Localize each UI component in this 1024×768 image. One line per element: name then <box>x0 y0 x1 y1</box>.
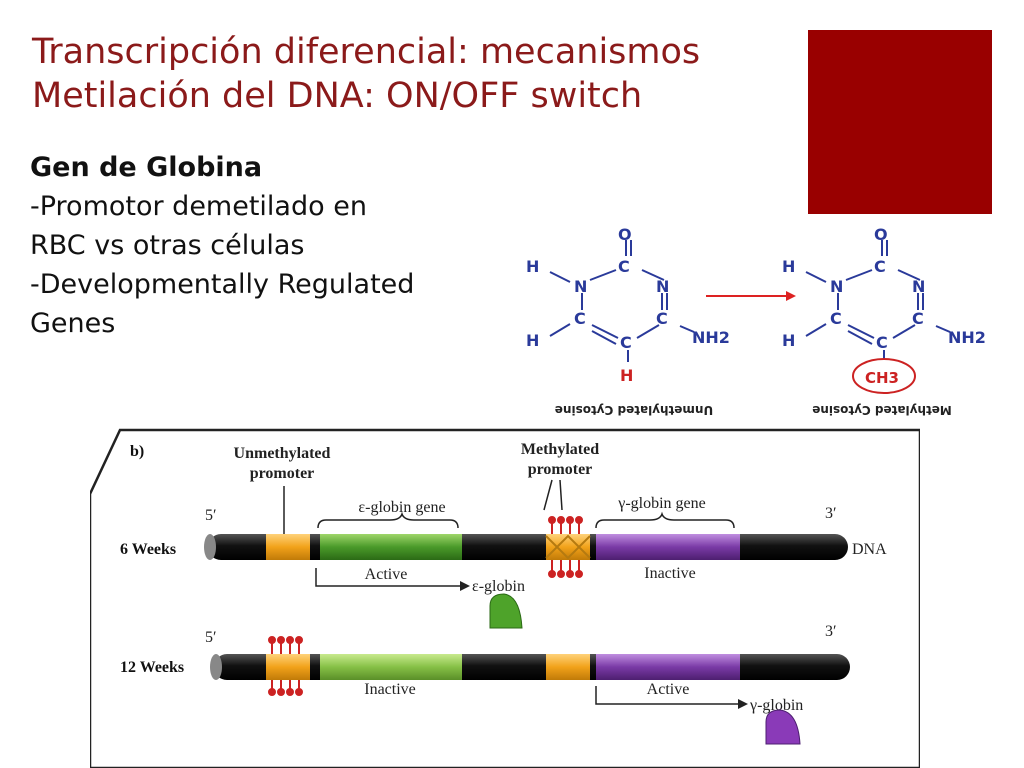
methylated-promoter-label-1: Methylated <box>521 441 599 458</box>
amine-group: NH2 <box>692 328 730 347</box>
methyl-highlight-circle <box>852 358 916 394</box>
row1-gamma-promoter <box>546 534 590 560</box>
body-text: Gen de Globina -Promotor demetilado en R… <box>30 148 492 343</box>
row1-methyl-marks <box>548 516 583 578</box>
epsilon-globin-protein-icon <box>489 593 523 629</box>
methylated-cytosine: O C N N C C C H H NH2 <box>782 225 986 360</box>
row1-three-prime: 3′ <box>825 505 837 522</box>
row1-product-label: ε-globin <box>472 578 525 595</box>
bullet-line-1: -Promotor demetilado en <box>30 191 367 222</box>
row1-label: 6 Weeks <box>120 541 176 558</box>
m-atom-h-left: H <box>782 331 795 350</box>
row2-methyl-marks <box>268 636 303 696</box>
methylated-promoter-pointer <box>543 479 563 511</box>
bullet-line-3: -Developmentally Regulated <box>30 269 415 300</box>
dna-label: DNA <box>852 541 887 558</box>
row2-transcription-arrow <box>595 686 740 705</box>
row1-epsilon-gene <box>320 534 462 560</box>
atom-c-bottom: C <box>620 333 632 352</box>
epsilon-gene-bracket <box>317 511 459 529</box>
panel-label: b) <box>130 443 144 460</box>
gamma-gene-label: γ-globin gene <box>617 495 706 512</box>
row2-product-label: γ-globin <box>749 697 803 714</box>
arrow-head-icon <box>786 291 796 301</box>
row1-arrow-head-icon <box>460 581 470 591</box>
m-amine-group: NH2 <box>948 328 986 347</box>
m-atom-c-top: C <box>874 257 886 276</box>
row1-active-label: Active <box>365 566 408 583</box>
atom-h-bottom: H <box>620 366 633 385</box>
m-atom-o: O <box>874 225 888 244</box>
m-atom-n-left: N <box>830 277 843 296</box>
row2-three-prime: 3′ <box>825 623 837 640</box>
row2-inactive-label: Inactive <box>364 681 416 698</box>
slide-title: Transcripción diferencial: mecanismos Me… <box>32 30 792 118</box>
row2-dna-strand <box>210 654 850 680</box>
row1-transcription-arrow <box>315 568 462 587</box>
m-atom-c-left: C <box>830 309 842 328</box>
row2-epsilon-promoter <box>266 654 310 680</box>
m-atom-h-top: H <box>782 257 795 276</box>
row2-gamma-gene <box>596 654 740 680</box>
atom-n-left: N <box>574 277 587 296</box>
row2-active-label: Active <box>647 681 690 698</box>
unmethylated-cytosine-caption: Unmethylated Cytosine <box>555 403 713 417</box>
m-atom-c-right: C <box>912 309 924 328</box>
m-atom-n-right: N <box>912 277 925 296</box>
row2-label: 12 Weeks <box>120 659 184 676</box>
atom-o: O <box>618 225 632 244</box>
methylated-promoter-label-2: promoter <box>528 461 593 478</box>
unmethylated-promoter-label-2: promoter <box>250 465 315 482</box>
m-atom-c-bottom: C <box>876 333 888 352</box>
row2-epsilon-gene <box>320 654 462 680</box>
row1-five-prime: 5′ <box>205 507 217 524</box>
row2-arrow-head-icon <box>738 699 748 709</box>
row1-inactive-label: Inactive <box>644 565 696 582</box>
title-line-1: Transcripción diferencial: mecanismos <box>32 32 701 72</box>
epsilon-gene-label: ε-globin gene <box>358 499 445 516</box>
atom-n-right: N <box>656 277 669 296</box>
heading-globin-gene: Gen de Globina <box>30 152 263 183</box>
bullet-line-2: RBC vs otras células <box>30 230 305 261</box>
unmethylated-promoter-label-1: Unmethylated <box>234 445 331 462</box>
row1-gamma-gene <box>596 534 740 560</box>
row2-five-prime: 5′ <box>205 629 217 646</box>
row1-dna-strand <box>204 534 848 560</box>
gamma-globin-protein-icon <box>765 709 801 745</box>
methyl-group: CH3 <box>865 369 899 387</box>
title-line-2: Metilación del DNA: ON/OFF switch <box>32 76 643 116</box>
atom-c-right: C <box>656 309 668 328</box>
atom-h-left: H <box>526 331 539 350</box>
gamma-gene-bracket <box>595 511 735 529</box>
atom-h-top: H <box>526 257 539 276</box>
row2-gamma-promoter <box>546 654 590 680</box>
atom-c-left: C <box>574 309 586 328</box>
globin-gene-regulation-diagram: b) Unmethylated promoter Methylated prom… <box>90 428 920 768</box>
bullet-line-4: Genes <box>30 308 116 339</box>
row1-epsilon-promoter <box>266 534 310 560</box>
methylated-cytosine-caption: Methylated Cytosine <box>812 403 952 417</box>
cytosine-methylation-figure: O C N N C C C H H H NH2 Unmethylated Cyt… <box>526 225 986 417</box>
unmethylated-cytosine: O C N N C C C H H H NH2 <box>526 225 730 385</box>
atom-c-top: C <box>618 257 630 276</box>
accent-block <box>808 30 992 214</box>
